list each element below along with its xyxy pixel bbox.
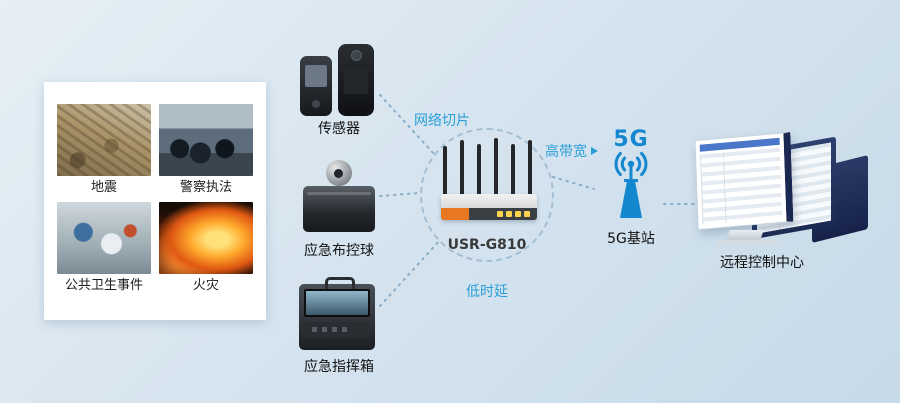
scenario-panel: 地震 警察执法 公共卫生事件 火灾 [44, 82, 266, 320]
arrow-right-icon [591, 147, 598, 155]
connector-ball-router [379, 192, 420, 197]
scenario-label: 火灾 [192, 278, 219, 293]
ball-case-icon [303, 186, 375, 232]
scenario-label: 地震 [90, 180, 117, 195]
router-port-icon [497, 211, 503, 217]
scenario-police: 警察执法 [159, 104, 253, 200]
surveillance-ball-icon [303, 160, 375, 232]
case-label: 应急指挥箱 [304, 359, 374, 375]
antenna-icon [511, 144, 515, 194]
sensor-label: 传感器 [318, 121, 360, 137]
router-model-label: USR-G810 [447, 237, 527, 253]
case-handle-icon [325, 277, 355, 289]
public-health-photo [57, 202, 151, 274]
control-center-monitors-icon [692, 131, 870, 250]
5g-tech-label: 5G [613, 127, 649, 152]
antenna-icon [477, 144, 481, 194]
router-orange-panel [441, 208, 469, 220]
monitor-stand-icon [726, 230, 764, 240]
router-port-icon [506, 211, 512, 217]
antenna-icon [460, 140, 464, 194]
camera-ball-icon [326, 160, 352, 186]
scenario-public-health: 公共卫生事件 [57, 202, 151, 298]
router-icon [441, 138, 537, 220]
control-center-label: 远程控制中心 [720, 255, 804, 271]
base-station-label: 5G基站 [607, 231, 655, 247]
scenario-label: 警察执法 [179, 180, 232, 195]
network-slicing-tag: 网络切片 [414, 113, 470, 129]
sensor-devices-icon [300, 42, 378, 116]
router-port-icon [524, 211, 530, 217]
high-bandwidth-label: 高带宽 [545, 144, 587, 160]
scenario-fire: 火灾 [159, 202, 253, 298]
router-front-panel [441, 208, 537, 220]
connector-router-station [552, 176, 595, 190]
handheld-sensor-icon [300, 56, 332, 116]
base-station-icon [614, 151, 648, 218]
fire-photo [159, 202, 253, 274]
low-latency-tag: 低时延 [466, 284, 508, 300]
antenna-icon [494, 138, 498, 194]
router-dashed-circle [420, 128, 554, 262]
earthquake-photo [57, 104, 151, 176]
scenario-label: 公共卫生事件 [64, 278, 143, 293]
router-body [441, 194, 537, 220]
police-photo [159, 104, 253, 176]
handheld-terminal-icon [338, 44, 374, 116]
antenna-icon [443, 146, 447, 194]
screen-table-rows [700, 147, 783, 225]
monitor-front-icon [694, 131, 794, 231]
case-controls-icon [304, 322, 370, 338]
scenario-earthquake: 地震 [57, 104, 151, 200]
command-case-icon [299, 277, 375, 350]
high-bandwidth-tag: 高带宽 [545, 141, 598, 161]
antenna-icon [528, 140, 532, 194]
monitor-base-icon [716, 240, 778, 245]
case-screen-icon [304, 289, 370, 317]
router-port-icon [515, 211, 521, 217]
ball-label: 应急布控球 [304, 243, 374, 259]
